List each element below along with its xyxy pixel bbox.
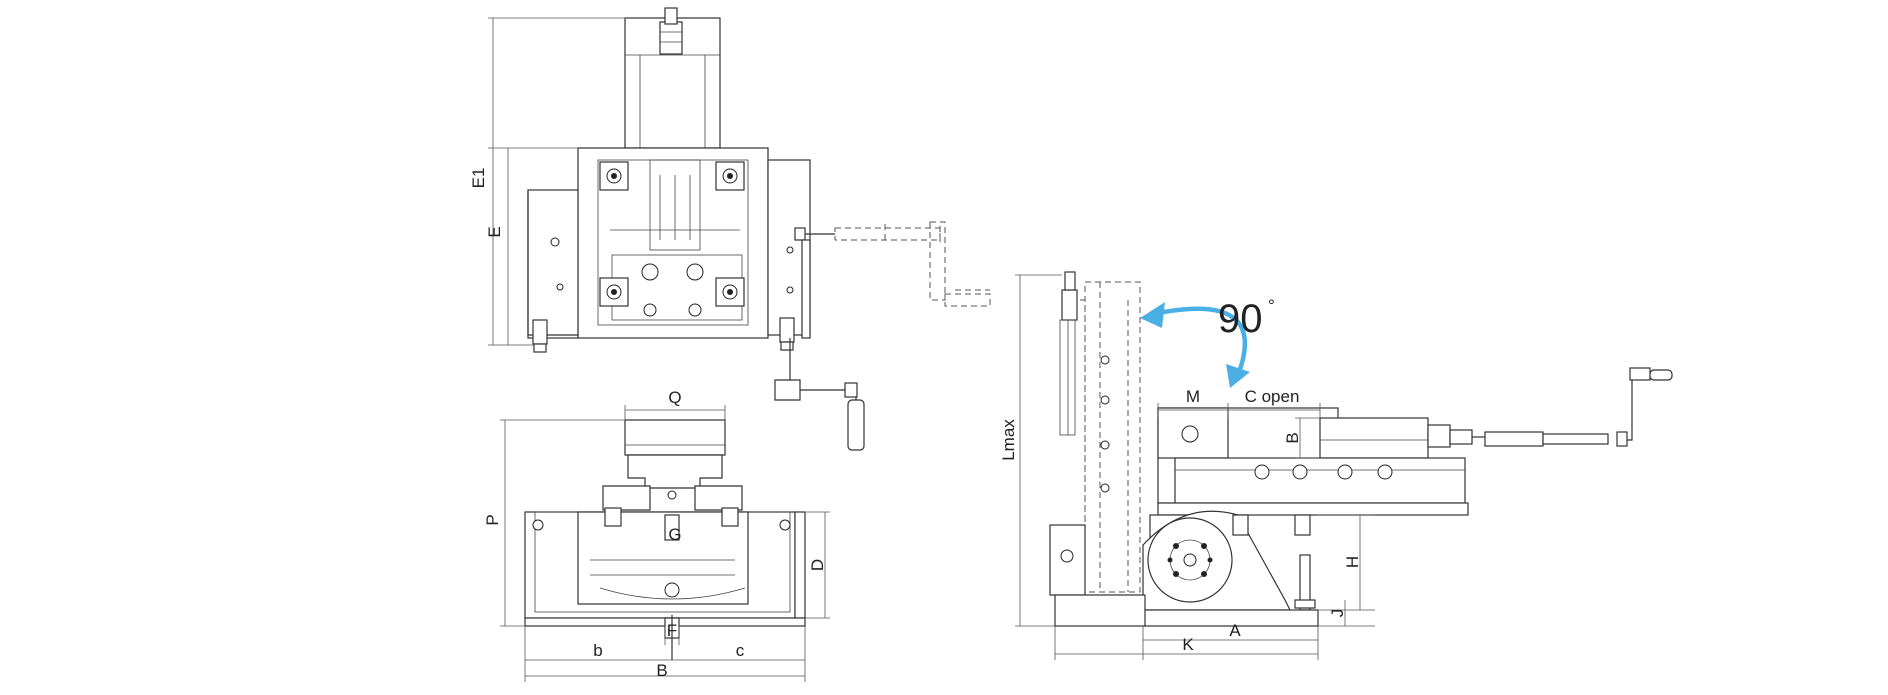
top-view: E1 E — [469, 7, 991, 451]
dim-label-c-open: C open — [1245, 387, 1300, 406]
dim-label-q: Q — [668, 388, 681, 407]
dim-label-e1: E1 — [469, 168, 488, 189]
dim-label-lmax: Lmax — [999, 419, 1018, 461]
dim-label-b-total: B — [656, 661, 667, 680]
dim-label-j: J — [1328, 609, 1347, 618]
dim-label-a: A — [1229, 621, 1241, 640]
dim-label-b-small: b — [593, 641, 602, 660]
dim-label-f: F — [667, 621, 677, 640]
rotation-angle-label: 90 — [1218, 297, 1263, 341]
dim-label-k: K — [1182, 635, 1194, 654]
dim-label-d: D — [808, 559, 827, 571]
side-view: 90 ° Lmax M C open B H J A K — [999, 271, 1673, 660]
dim-label-m: M — [1186, 387, 1200, 406]
corner-bolt-bottom-right — [715, 277, 745, 307]
corner-bolt-top-right — [715, 161, 745, 191]
rotation-angle-unit: ° — [1268, 296, 1275, 315]
corner-bolt-bottom-left — [599, 277, 629, 307]
dim-label-b-jaw: B — [1283, 432, 1302, 443]
dim-label-e: E — [485, 226, 504, 237]
front-view: G Q P D F b c B — [483, 388, 830, 682]
dim-label-h: H — [1343, 556, 1362, 568]
dim-label-g: G — [668, 525, 681, 544]
dim-label-p: P — [483, 514, 502, 525]
corner-bolt-top-left — [599, 161, 629, 191]
dim-label-c-small: c — [736, 641, 745, 660]
